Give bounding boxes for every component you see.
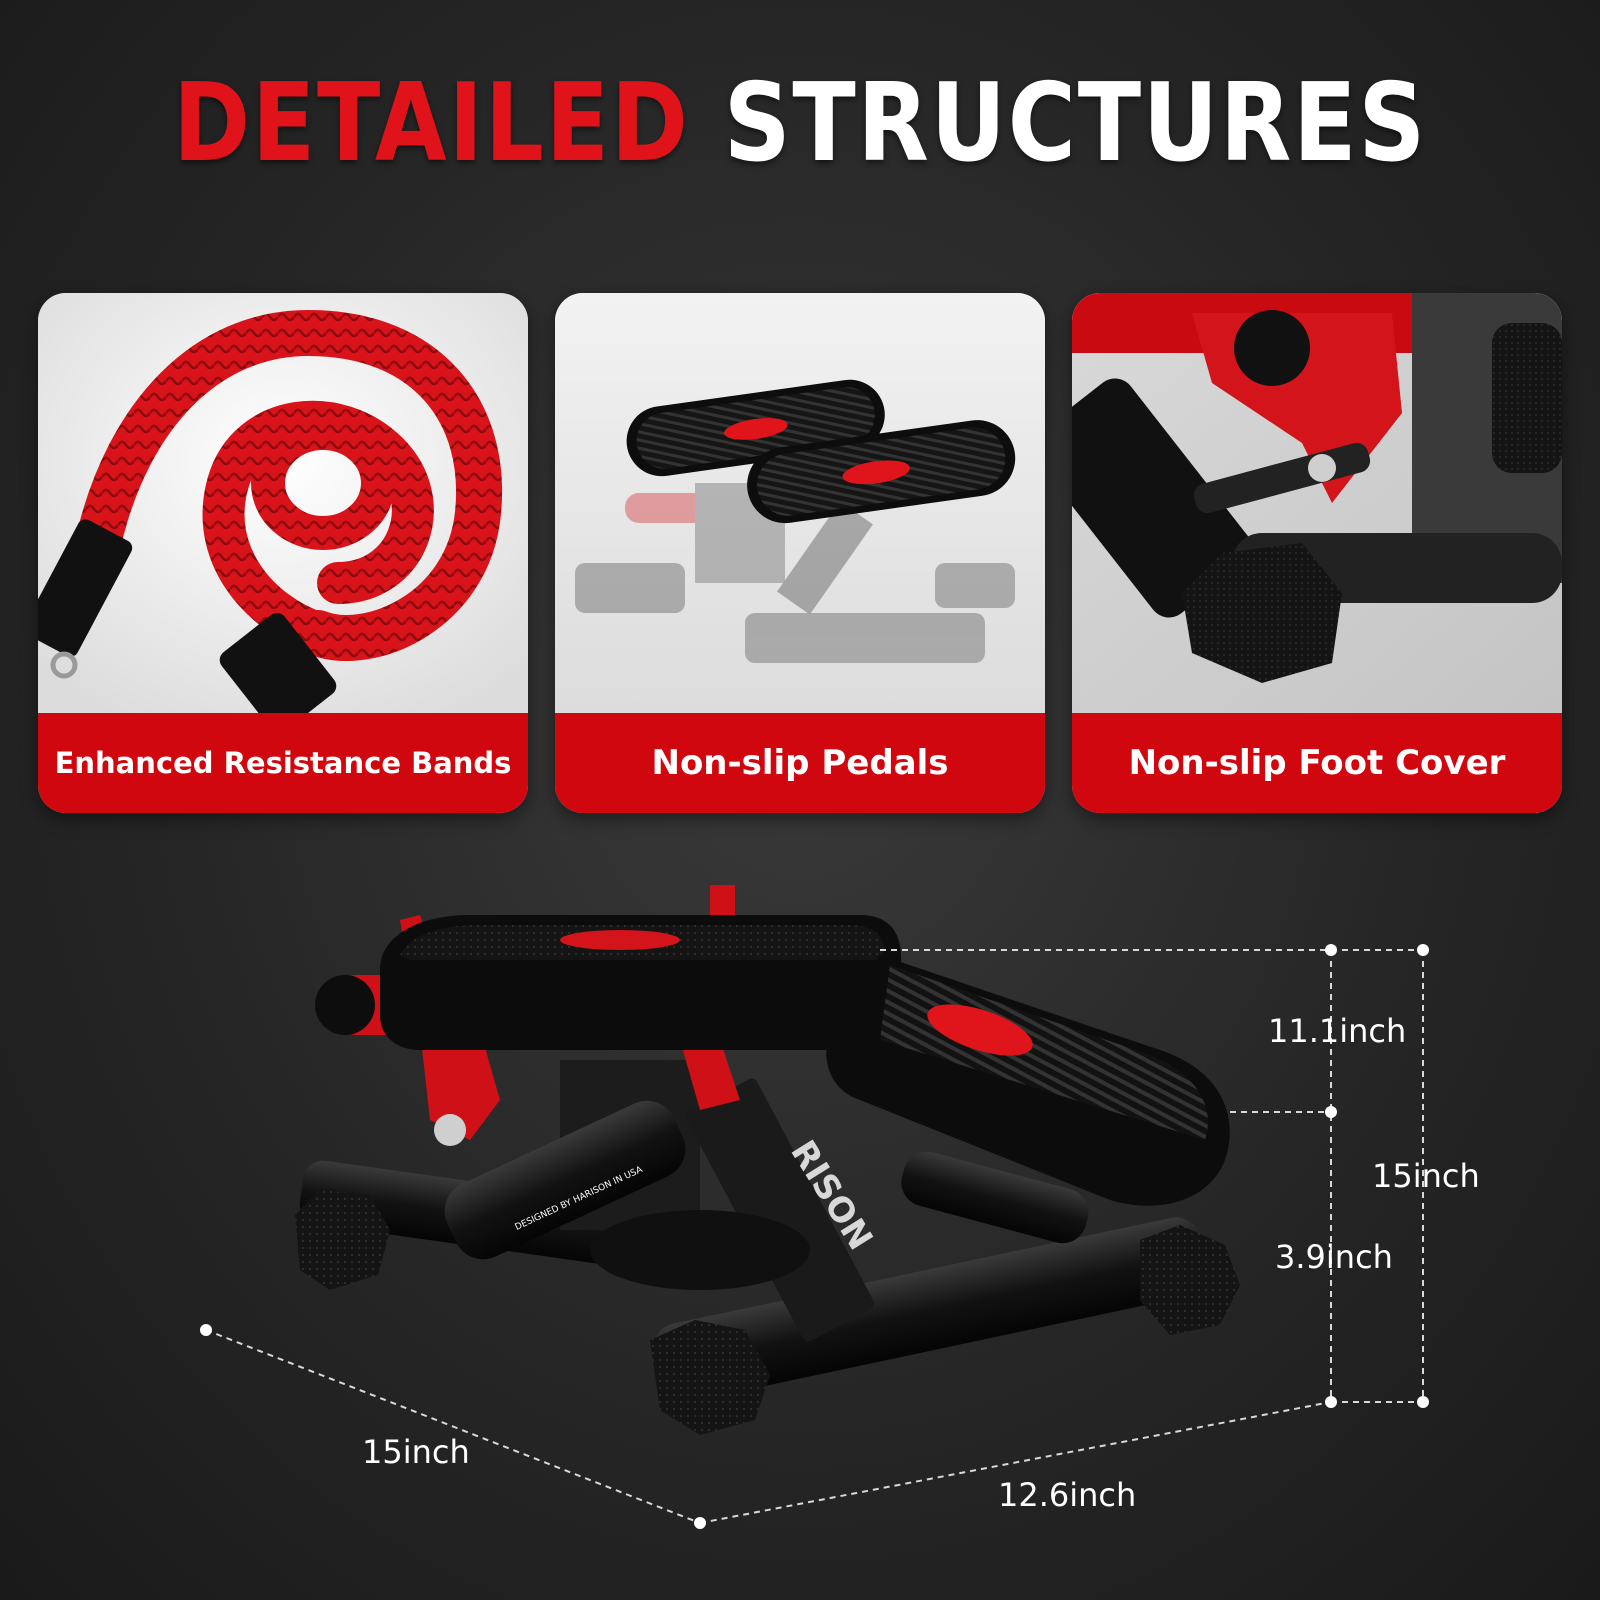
- feature-caption: Non-slip Foot Cover: [1072, 713, 1562, 813]
- product-dimension-diagram: RISON DESIGNED BY HARISON IN USA: [0, 860, 1600, 1600]
- foot-cover-photo: [1072, 293, 1562, 713]
- dimension-pedal-depth: 11.1inch: [1268, 1012, 1407, 1050]
- dimension-height-total: 15inch: [1372, 1157, 1480, 1195]
- pedals-photo: [555, 293, 1045, 713]
- page-headline: DETAILED STRUCTURES: [112, 70, 1488, 178]
- stepper-illustration: RISON DESIGNED BY HARISON IN USA: [200, 885, 1429, 1529]
- headline-red-word: DETAILED: [173, 61, 690, 186]
- headline-white-word: STRUCTURES: [723, 61, 1427, 186]
- feature-card-pedals: Non-slip Pedals: [555, 293, 1045, 813]
- feature-caption: Non-slip Pedals: [555, 713, 1045, 813]
- resistance-band-photo: [38, 293, 528, 713]
- dimension-height-base: 3.9inch: [1275, 1238, 1393, 1276]
- dimension-length: 15inch: [362, 1433, 470, 1471]
- feature-card-foot-cover: Non-slip Foot Cover: [1072, 293, 1562, 813]
- feature-caption: Enhanced Resistance Bands: [38, 713, 528, 813]
- feature-card-resistance-bands: Enhanced Resistance Bands: [38, 293, 528, 813]
- dimension-width: 12.6inch: [998, 1476, 1137, 1514]
